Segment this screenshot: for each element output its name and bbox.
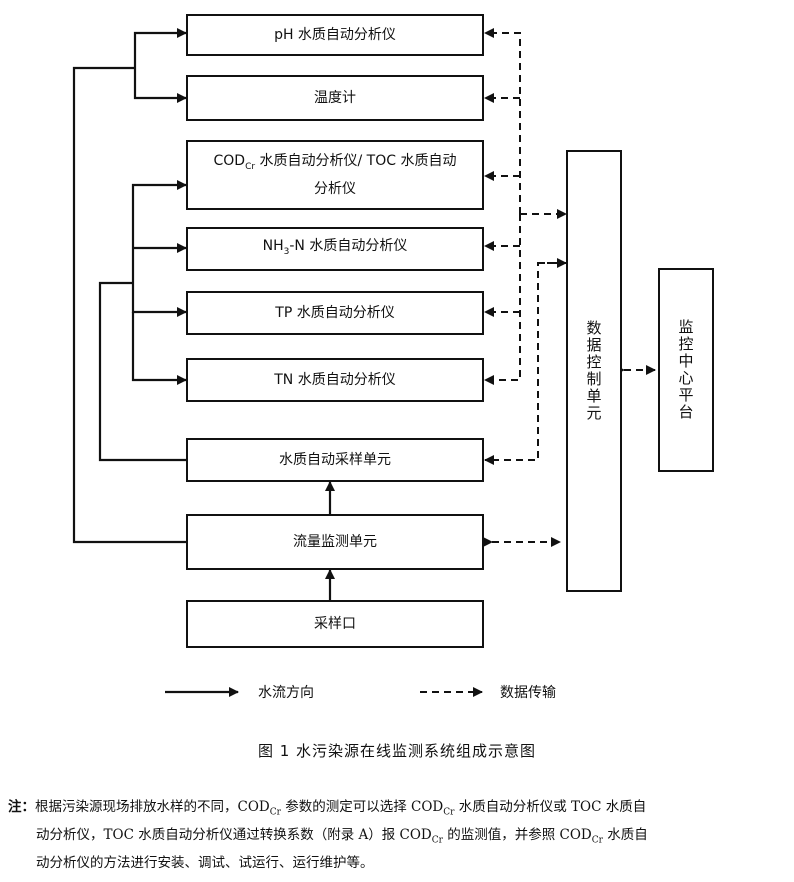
ph-analyzer-label: pH 水质自动分析仪 — [274, 27, 396, 43]
sampler-unit-label: 水质自动采样单元 — [279, 452, 391, 468]
thermometer-label: 温度计 — [314, 90, 356, 106]
flow-monitor-label: 流量监测单元 — [293, 534, 377, 550]
cod-toc-label-line1: CODCr 水质自动分析仪/ TOC 水质自动 — [213, 153, 457, 172]
nh3n-analyzer-label: NH3-N 水质自动分析仪 — [262, 238, 408, 257]
tn-analyzer-label: TN 水质自动分析仪 — [274, 372, 396, 388]
cod-toc-analyzer-box: CODCr 水质自动分析仪/ TOC 水质自动 分析仪 — [186, 140, 484, 210]
flow-to-top-line — [72, 66, 186, 544]
tn-analyzer-box: TN 水质自动分析仪 — [186, 358, 484, 402]
footnote-line-1: 注：根据污染源现场排放水样的不同，CODCr 参数的测定可以选择 CODCr 水… — [8, 799, 647, 818]
sampler-unit-box: 水质自动采样单元 — [186, 438, 484, 482]
footnote-line-2: 动分析仪，TOC 水质自动分析仪通过转换系数（附录 A）报 CODCr 的监测值… — [36, 827, 648, 846]
figure-caption: 图 1 水污染源在线监测系统组成示意图 — [257, 742, 537, 760]
sampling-inlet-box: 采样口 — [186, 600, 484, 648]
thermometer-box: 温度计 — [186, 75, 484, 121]
tp-analyzer-box: TP 水质自动分析仪 — [186, 291, 484, 335]
tp-analyzer-label: TP 水质自动分析仪 — [275, 305, 395, 321]
flow-monitor-box: 流量监测单元 — [186, 514, 484, 570]
data-control-unit-label: 数据控制单元 — [584, 320, 603, 422]
data-control-unit-box: 数据控制单元 — [566, 150, 622, 592]
nh3n-analyzer-box: NH3-N 水质自动分析仪 — [186, 227, 484, 271]
monitoring-platform-box: 监控中心平台 — [658, 268, 714, 472]
footnote-line-3: 动分析仪的方法进行安装、调试、试运行、运行维护等。 — [36, 855, 374, 871]
sampling-inlet-label: 采样口 — [314, 616, 356, 632]
ph-analyzer-box: pH 水质自动分析仪 — [186, 14, 484, 56]
cod-toc-label-line2: 分析仪 — [314, 180, 356, 197]
legend-water-flow: 水流方向 — [258, 685, 314, 701]
monitoring-platform-label: 监控中心平台 — [676, 319, 695, 421]
legend-data-transfer: 数据传输 — [500, 685, 556, 701]
sampler-to-analyzers-line — [98, 281, 186, 462]
